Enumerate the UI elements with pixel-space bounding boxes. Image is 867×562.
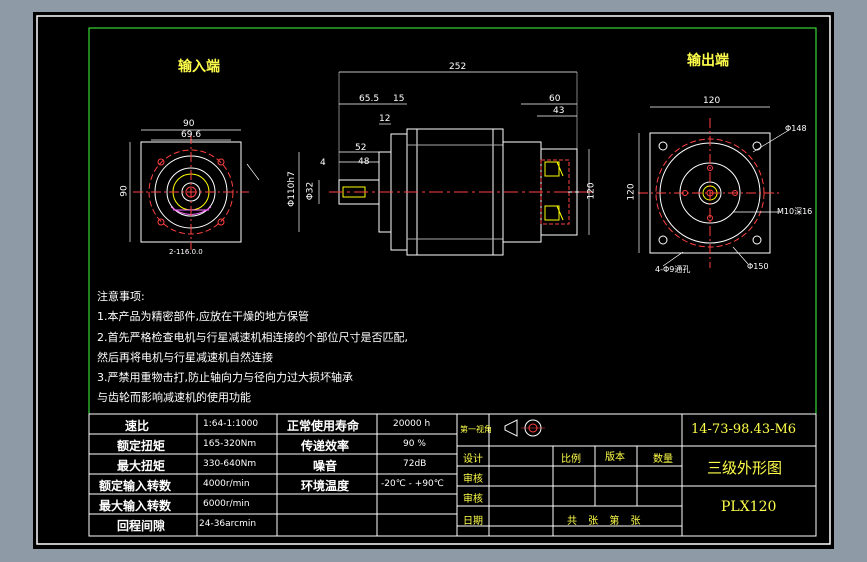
spec-value: 4000r/min xyxy=(203,479,250,489)
dim-in-69-6: 69.6 xyxy=(181,130,202,140)
dim-out-120-v: 120 xyxy=(626,183,637,201)
dim-phi148: Φ148 xyxy=(785,124,807,133)
spec-value: -20℃ - +90℃ xyxy=(381,479,444,489)
tb-approve: 日期 xyxy=(463,516,483,527)
spec-label: 环境温度 xyxy=(301,479,350,493)
input-end-title: 输入端 xyxy=(178,59,220,75)
notes-line: 然后再将电机与行星减速机自然连接 xyxy=(97,351,273,364)
notes-line: 3.严禁用重物击打,防止轴向力与径向力过大损坏轴承 xyxy=(97,371,353,384)
dim-43: 43 xyxy=(553,106,565,116)
input-end-view xyxy=(129,129,260,250)
sheet-border xyxy=(36,15,831,545)
notes-line: 与齿轮而影响减速机的使用功能 xyxy=(97,391,251,404)
dim-60: 60 xyxy=(549,94,561,104)
dim-holes: 4-Φ9通孔 xyxy=(655,265,691,274)
notes-line: 2.首先严格检查电机与行星减速机相连接的个部位尺寸是否匹配, xyxy=(97,331,408,344)
tb-design: 设计 xyxy=(463,454,483,465)
dim-4: 4 xyxy=(320,158,326,168)
dim-overall-length: 252 xyxy=(449,62,467,72)
spec-value: 24-36arcmin xyxy=(199,519,257,529)
spec-value: 330-640Nm xyxy=(203,459,257,469)
dim-out-120: 120 xyxy=(703,96,721,106)
tb-version: 版本 xyxy=(605,452,625,463)
dim-48: 48 xyxy=(358,157,370,167)
spec-label: 正常使用寿命 xyxy=(287,419,360,433)
spec-label: 噪音 xyxy=(313,459,338,473)
spec-label: 回程间隙 xyxy=(117,519,166,533)
dim-phi32: Φ32 xyxy=(305,181,316,201)
spec-label: 最大输入转数 xyxy=(99,499,172,513)
drawing-geometry xyxy=(36,15,831,545)
spec-label: 最大扭矩 xyxy=(117,459,166,473)
dim-12: 12 xyxy=(379,114,391,124)
tb-projection: 第一视角 xyxy=(460,425,492,434)
spec-table xyxy=(88,413,458,537)
dim-65-5: 65.5 xyxy=(359,94,380,104)
tb-quantity: 数量 xyxy=(653,454,673,465)
dim-in-90-v: 90 xyxy=(119,185,130,197)
spec-value: 1:64-1:1000 xyxy=(203,419,259,429)
output-end-title: 输出端 xyxy=(687,53,729,69)
spec-value: 165-320Nm xyxy=(203,439,257,449)
dim-phi150: Φ150 xyxy=(747,262,769,271)
spec-value: 90 % xyxy=(403,439,426,449)
tb-drawing-title: 三级外形图 xyxy=(707,459,783,477)
output-end-view xyxy=(638,106,790,268)
dim-15: 15 xyxy=(393,94,405,104)
dim-m10: M10深16 xyxy=(777,207,813,216)
drawing-canvas: 输入端 输出端 252 65.5 15 60 43 12 52 4 48 Φ11… xyxy=(33,12,834,549)
dim-in-2-116: 2-116.0.0 xyxy=(169,248,203,256)
spec-value: 72dB xyxy=(403,459,427,469)
spec-label: 传递效率 xyxy=(301,439,350,453)
spec-value: 20000 h xyxy=(393,419,431,429)
tb-drawing-no: 14-73-98.43-M6 xyxy=(691,422,797,437)
tb-sheets: 共 张 第 张 xyxy=(567,516,645,527)
dim-in-90: 90 xyxy=(183,119,195,129)
spec-label: 额定扭矩 xyxy=(117,439,166,453)
tb-check: 审核 xyxy=(463,474,483,485)
notes-line: 1.本产品为精密部件,应放在干燥的地方保管 xyxy=(97,310,309,323)
spec-value: 6000r/min xyxy=(203,499,250,509)
side-view xyxy=(298,71,593,256)
spec-label: 速比 xyxy=(125,419,150,433)
dim-52: 52 xyxy=(355,143,367,153)
tb-review: 审核 xyxy=(463,494,483,505)
tb-scale: 比例 xyxy=(561,454,581,465)
notes-heading: 注意事项: xyxy=(97,290,145,303)
tb-model: PLX120 xyxy=(721,499,777,515)
dim-side-120: 120 xyxy=(586,182,597,200)
spec-label: 额定输入转数 xyxy=(99,479,172,493)
dim-phi110: Φ110h7 xyxy=(286,171,297,207)
title-block xyxy=(456,413,817,537)
